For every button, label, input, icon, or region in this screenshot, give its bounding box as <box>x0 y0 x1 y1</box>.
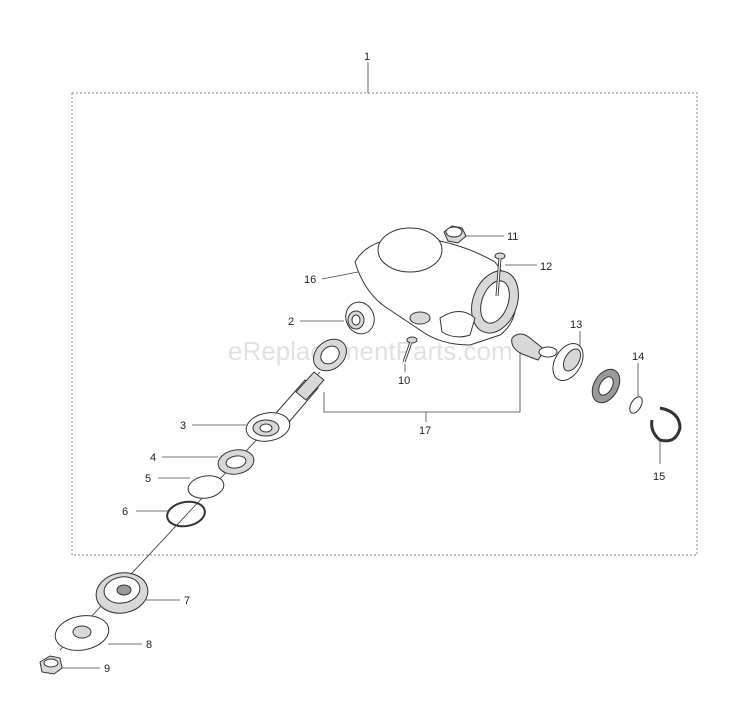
ring-6[interactable] <box>165 499 207 529</box>
callout-1[interactable]: 1 <box>364 51 370 63</box>
small-bearing[interactable] <box>341 298 378 338</box>
callout-8[interactable]: 8 <box>146 639 152 651</box>
snap-ring-small[interactable] <box>627 395 645 416</box>
blade-washer[interactable] <box>52 612 111 655</box>
callout-7[interactable]: 7 <box>184 595 190 607</box>
callout-4[interactable]: 4 <box>150 452 156 464</box>
output-gear-shaft[interactable] <box>269 333 353 429</box>
callout-16[interactable]: 16 <box>304 274 316 286</box>
blade-nut[interactable] <box>39 655 63 675</box>
callout-13[interactable]: 13 <box>570 319 582 331</box>
callout-3[interactable]: 3 <box>180 420 186 432</box>
pinion-gear[interactable] <box>511 333 558 361</box>
callout-6[interactable]: 6 <box>122 506 128 518</box>
callout-2[interactable]: 2 <box>288 316 294 328</box>
callout-5[interactable]: 5 <box>145 473 151 485</box>
screw[interactable] <box>402 336 418 363</box>
plug-screw[interactable] <box>443 225 467 244</box>
callout-9[interactable]: 9 <box>104 663 110 675</box>
callout-12[interactable]: 12 <box>540 261 552 273</box>
large-bearing[interactable] <box>244 409 292 444</box>
washer-5[interactable] <box>186 473 225 501</box>
clamp-bolt[interactable] <box>494 252 506 297</box>
gear-housing[interactable] <box>354 227 527 346</box>
seal-4[interactable] <box>216 447 256 477</box>
gear-set-bracket <box>323 352 521 413</box>
callout-10[interactable]: 10 <box>398 375 410 387</box>
callout-14[interactable]: 14 <box>632 351 644 363</box>
callout-11[interactable]: 11 <box>507 231 518 243</box>
seal-ring[interactable] <box>587 364 626 407</box>
callout-17[interactable]: 17 <box>419 425 431 437</box>
assembly-boundary <box>71 92 698 556</box>
callout-15[interactable]: 15 <box>653 471 665 483</box>
circlip[interactable] <box>650 406 682 443</box>
support-cup[interactable] <box>93 569 151 617</box>
bearing-13[interactable] <box>547 338 590 386</box>
